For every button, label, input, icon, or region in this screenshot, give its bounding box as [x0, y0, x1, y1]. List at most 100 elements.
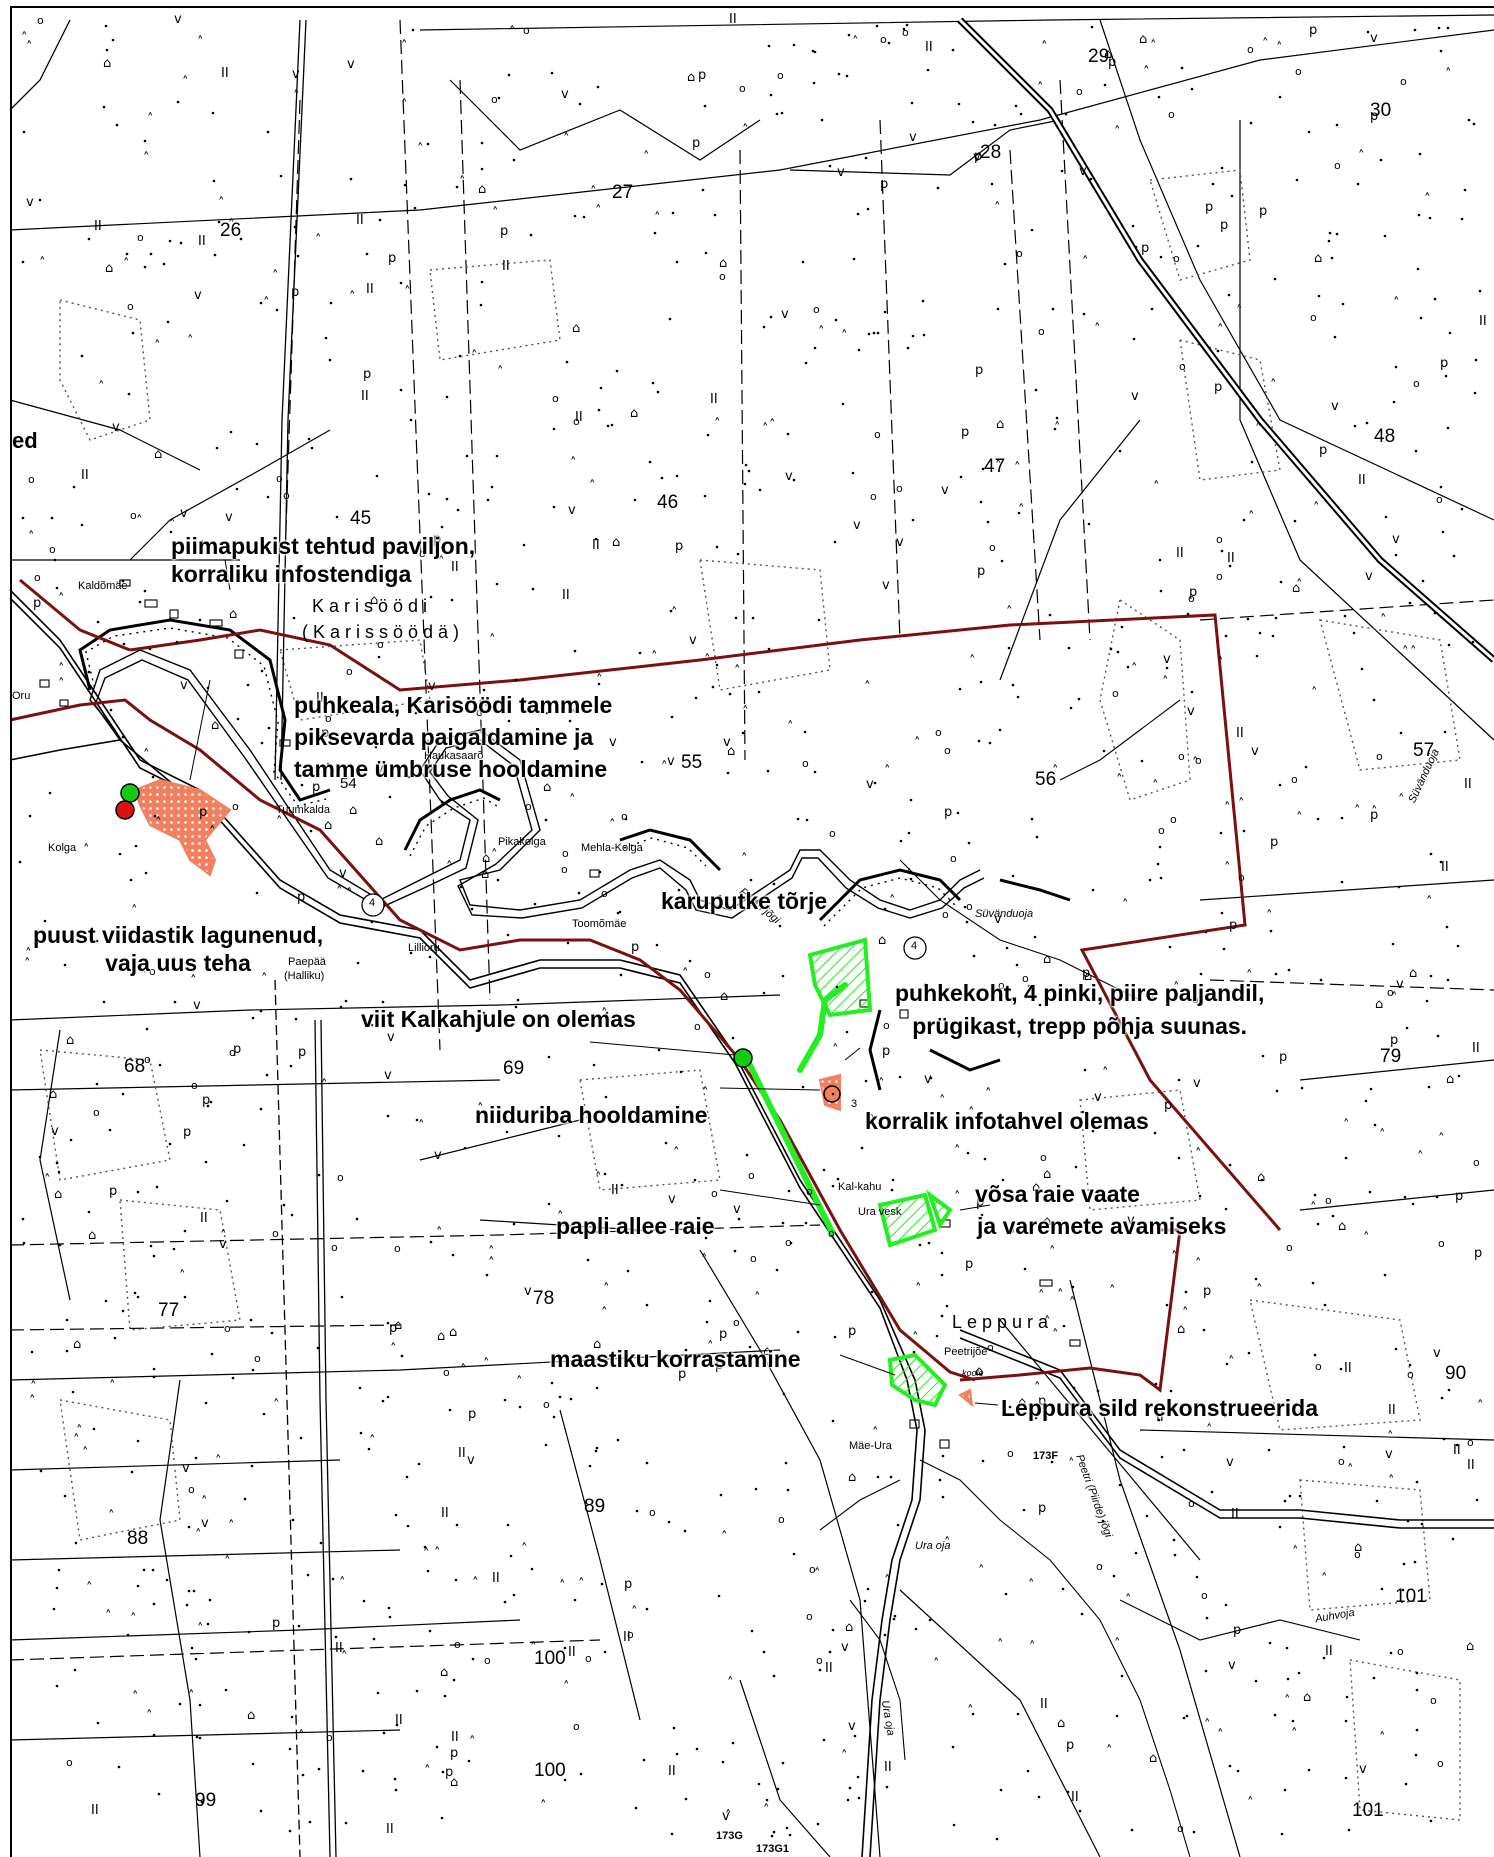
terrain-symbol: ˄: [1296, 811, 1303, 826]
terrain-dot: [1353, 424, 1357, 428]
terrain-symbol: ˄: [841, 1749, 848, 1764]
terrain-dot: [785, 1826, 789, 1830]
terrain-symbol: ˄: [1029, 1640, 1036, 1655]
terrain-symbol: ⌂: [370, 593, 378, 608]
terrain-symbol: ˄: [915, 1282, 922, 1297]
terrain-dot: [1159, 876, 1163, 880]
terrain-symbol: ˄: [1321, 1572, 1328, 1587]
vegetation-outlines: [39, 169, 1461, 1821]
terrain-symbol: II: [200, 1211, 208, 1226]
terrain-dot: [143, 139, 147, 143]
terrain-dot: [1115, 1714, 1119, 1718]
terrain-dot: [990, 182, 994, 186]
terrain-dot: [448, 1408, 452, 1412]
terrain-symbol: o: [1192, 993, 1199, 1006]
terrain-symbol: ˄: [1371, 805, 1378, 820]
terrain-dot: [1414, 1753, 1418, 1757]
terrain-dot: [1030, 817, 1034, 821]
terrain-dot: [344, 999, 348, 1003]
terrain-dot: [69, 1138, 73, 1142]
terrain-dot: [912, 1350, 916, 1354]
terrain-symbol: o: [649, 1506, 656, 1519]
terrain-dot: [1425, 999, 1429, 1003]
terrain-dot: [1090, 25, 1094, 29]
terrain-dot: [413, 206, 417, 210]
terrain-dot: [1198, 1194, 1202, 1198]
terrain-dot: [131, 331, 135, 335]
terrain-dot: [1168, 945, 1172, 949]
terrain-symbol: II: [1071, 1790, 1079, 1805]
terrain-symbol: ˄: [1106, 1744, 1113, 1759]
terrain-dot: [1475, 1498, 1479, 1502]
terrain-dot: [860, 1146, 864, 1150]
terrain-dot: [552, 1415, 556, 1419]
place-name-large: Leppura: [952, 1312, 1054, 1332]
terrain-dot: [405, 1475, 409, 1479]
terrain-dot: [213, 253, 217, 257]
terrain-symbol: ˄: [1162, 675, 1169, 690]
terrain-dot: [822, 1168, 826, 1172]
terrain-dot: [940, 1251, 944, 1255]
terrain-symbol: ˄: [1379, 1731, 1386, 1746]
terrain-dot: [1439, 485, 1443, 489]
terrain-symbol: o: [1247, 43, 1254, 56]
terrain-dot: [251, 1368, 255, 1372]
terrain-symbol: p: [1309, 23, 1317, 38]
terrain-symbol: ˄: [339, 1576, 346, 1591]
parcel-number: 89: [584, 1496, 606, 1517]
terrain-symbol: v: [1251, 744, 1259, 759]
terrain-dot: [573, 649, 577, 653]
terrain-dot: [864, 1079, 868, 1083]
terrain-symbol: ˄: [603, 1282, 610, 1297]
terrain-symbol: ˄: [1276, 41, 1283, 56]
terrain-dot: [415, 1118, 419, 1122]
terrain-symbol: ˄: [1109, 1284, 1116, 1299]
terrain-dot: [71, 1390, 75, 1394]
terrain-symbol: v: [1226, 1455, 1234, 1470]
terrain-symbol: v: [973, 150, 981, 165]
terrain-symbol: ˄: [563, 1680, 570, 1695]
terrain-dot: [301, 1773, 305, 1777]
terrain-dot: [734, 616, 738, 620]
terrain-symbol: ˄: [24, 957, 31, 972]
terrain-symbol: p: [298, 1045, 306, 1060]
terrain-dot: [651, 381, 655, 385]
terrain-dot: [1319, 978, 1323, 982]
terrain-symbol: II: [1236, 726, 1244, 741]
terrain-symbol: ˄: [1152, 779, 1159, 794]
terrain-dot: [495, 454, 499, 458]
terrain-dot: [563, 1778, 567, 1782]
terrain-dot: [1394, 365, 1398, 369]
terrain-dot: [158, 1063, 162, 1067]
place-name: koole: [962, 1368, 984, 1378]
terrain-symbol: ⌂: [211, 718, 219, 733]
terrain-symbol: ˄: [190, 974, 197, 989]
terrain-symbol: ˄: [390, 1342, 397, 1357]
terrain-symbol: o: [28, 473, 35, 486]
terrain-symbol: o: [711, 1187, 718, 1200]
terrain-symbol: ˄: [1247, 1796, 1254, 1811]
terrain-dot: [1030, 228, 1034, 232]
terrain-dot: [896, 1523, 900, 1527]
terrain-symbol: ˄: [884, 1574, 891, 1589]
terrain-symbol: ˄: [1343, 1118, 1350, 1133]
terrain-dot: [544, 818, 548, 822]
terrain-symbol: ⌂: [1409, 966, 1417, 981]
terrain-dot: [1050, 1460, 1054, 1464]
terrain-dot: [65, 1318, 69, 1322]
terrain-symbol: v: [1396, 977, 1404, 992]
terrain-symbol: ˄: [654, 211, 661, 226]
terrain-dot: [616, 1438, 620, 1442]
place-name: Lillioru: [408, 942, 440, 954]
terrain-dot: [667, 1520, 671, 1524]
terrain-dot: [706, 433, 710, 437]
terrain-dot: [229, 430, 233, 434]
terrain-dot: [63, 963, 67, 967]
terrain-dot: [775, 1268, 779, 1272]
terrain-dot: [151, 1568, 155, 1572]
terrain-dot: [1118, 1483, 1122, 1487]
terrain-symbol: ⌂: [247, 1708, 255, 1723]
terrain-dot: [109, 708, 113, 712]
terrain-dot: [603, 1172, 607, 1176]
terrain-symbol: ˄: [438, 555, 445, 570]
